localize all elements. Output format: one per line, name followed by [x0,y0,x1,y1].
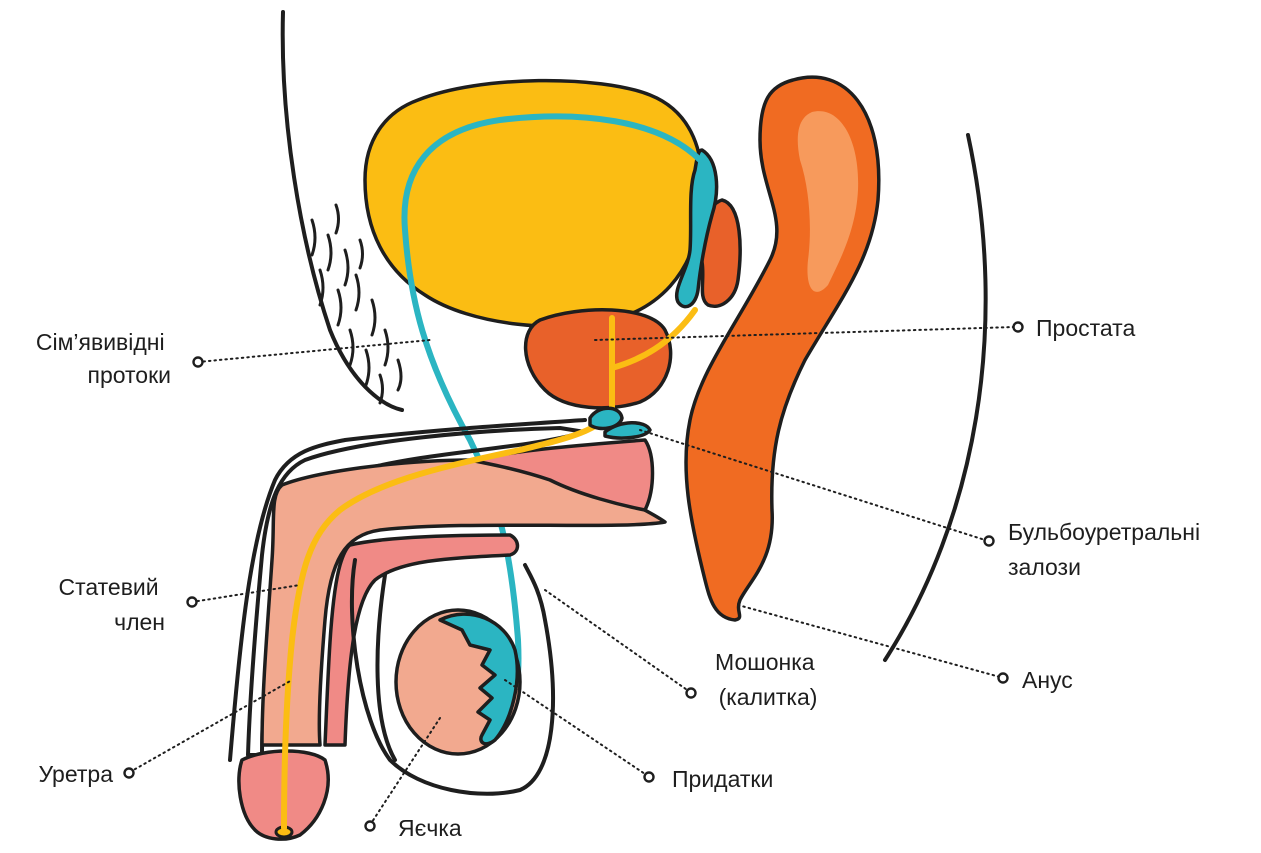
leader-epididymis [505,680,654,782]
label-anus: Анус [1022,667,1073,693]
body-wall-line [885,135,986,660]
label-bulbourethral: Бульбоуретральні залози [1008,519,1206,580]
label-prostate: Простата [1036,315,1135,341]
label-testes: Яєчка [398,815,462,841]
label-penis: Статевий член [58,574,165,635]
label-epididymis: Придатки [672,766,773,792]
leader-vas-deferens [194,340,431,367]
label-vas-deferens: Сім’явивідні протоки [36,329,171,388]
scrotum-inner-line [377,575,395,760]
prostate-gland [526,310,671,408]
label-urethra: Уретра [38,761,113,787]
leader-scrotum [545,590,696,698]
label-scrotum: Мошонка (калитка) [715,649,821,710]
